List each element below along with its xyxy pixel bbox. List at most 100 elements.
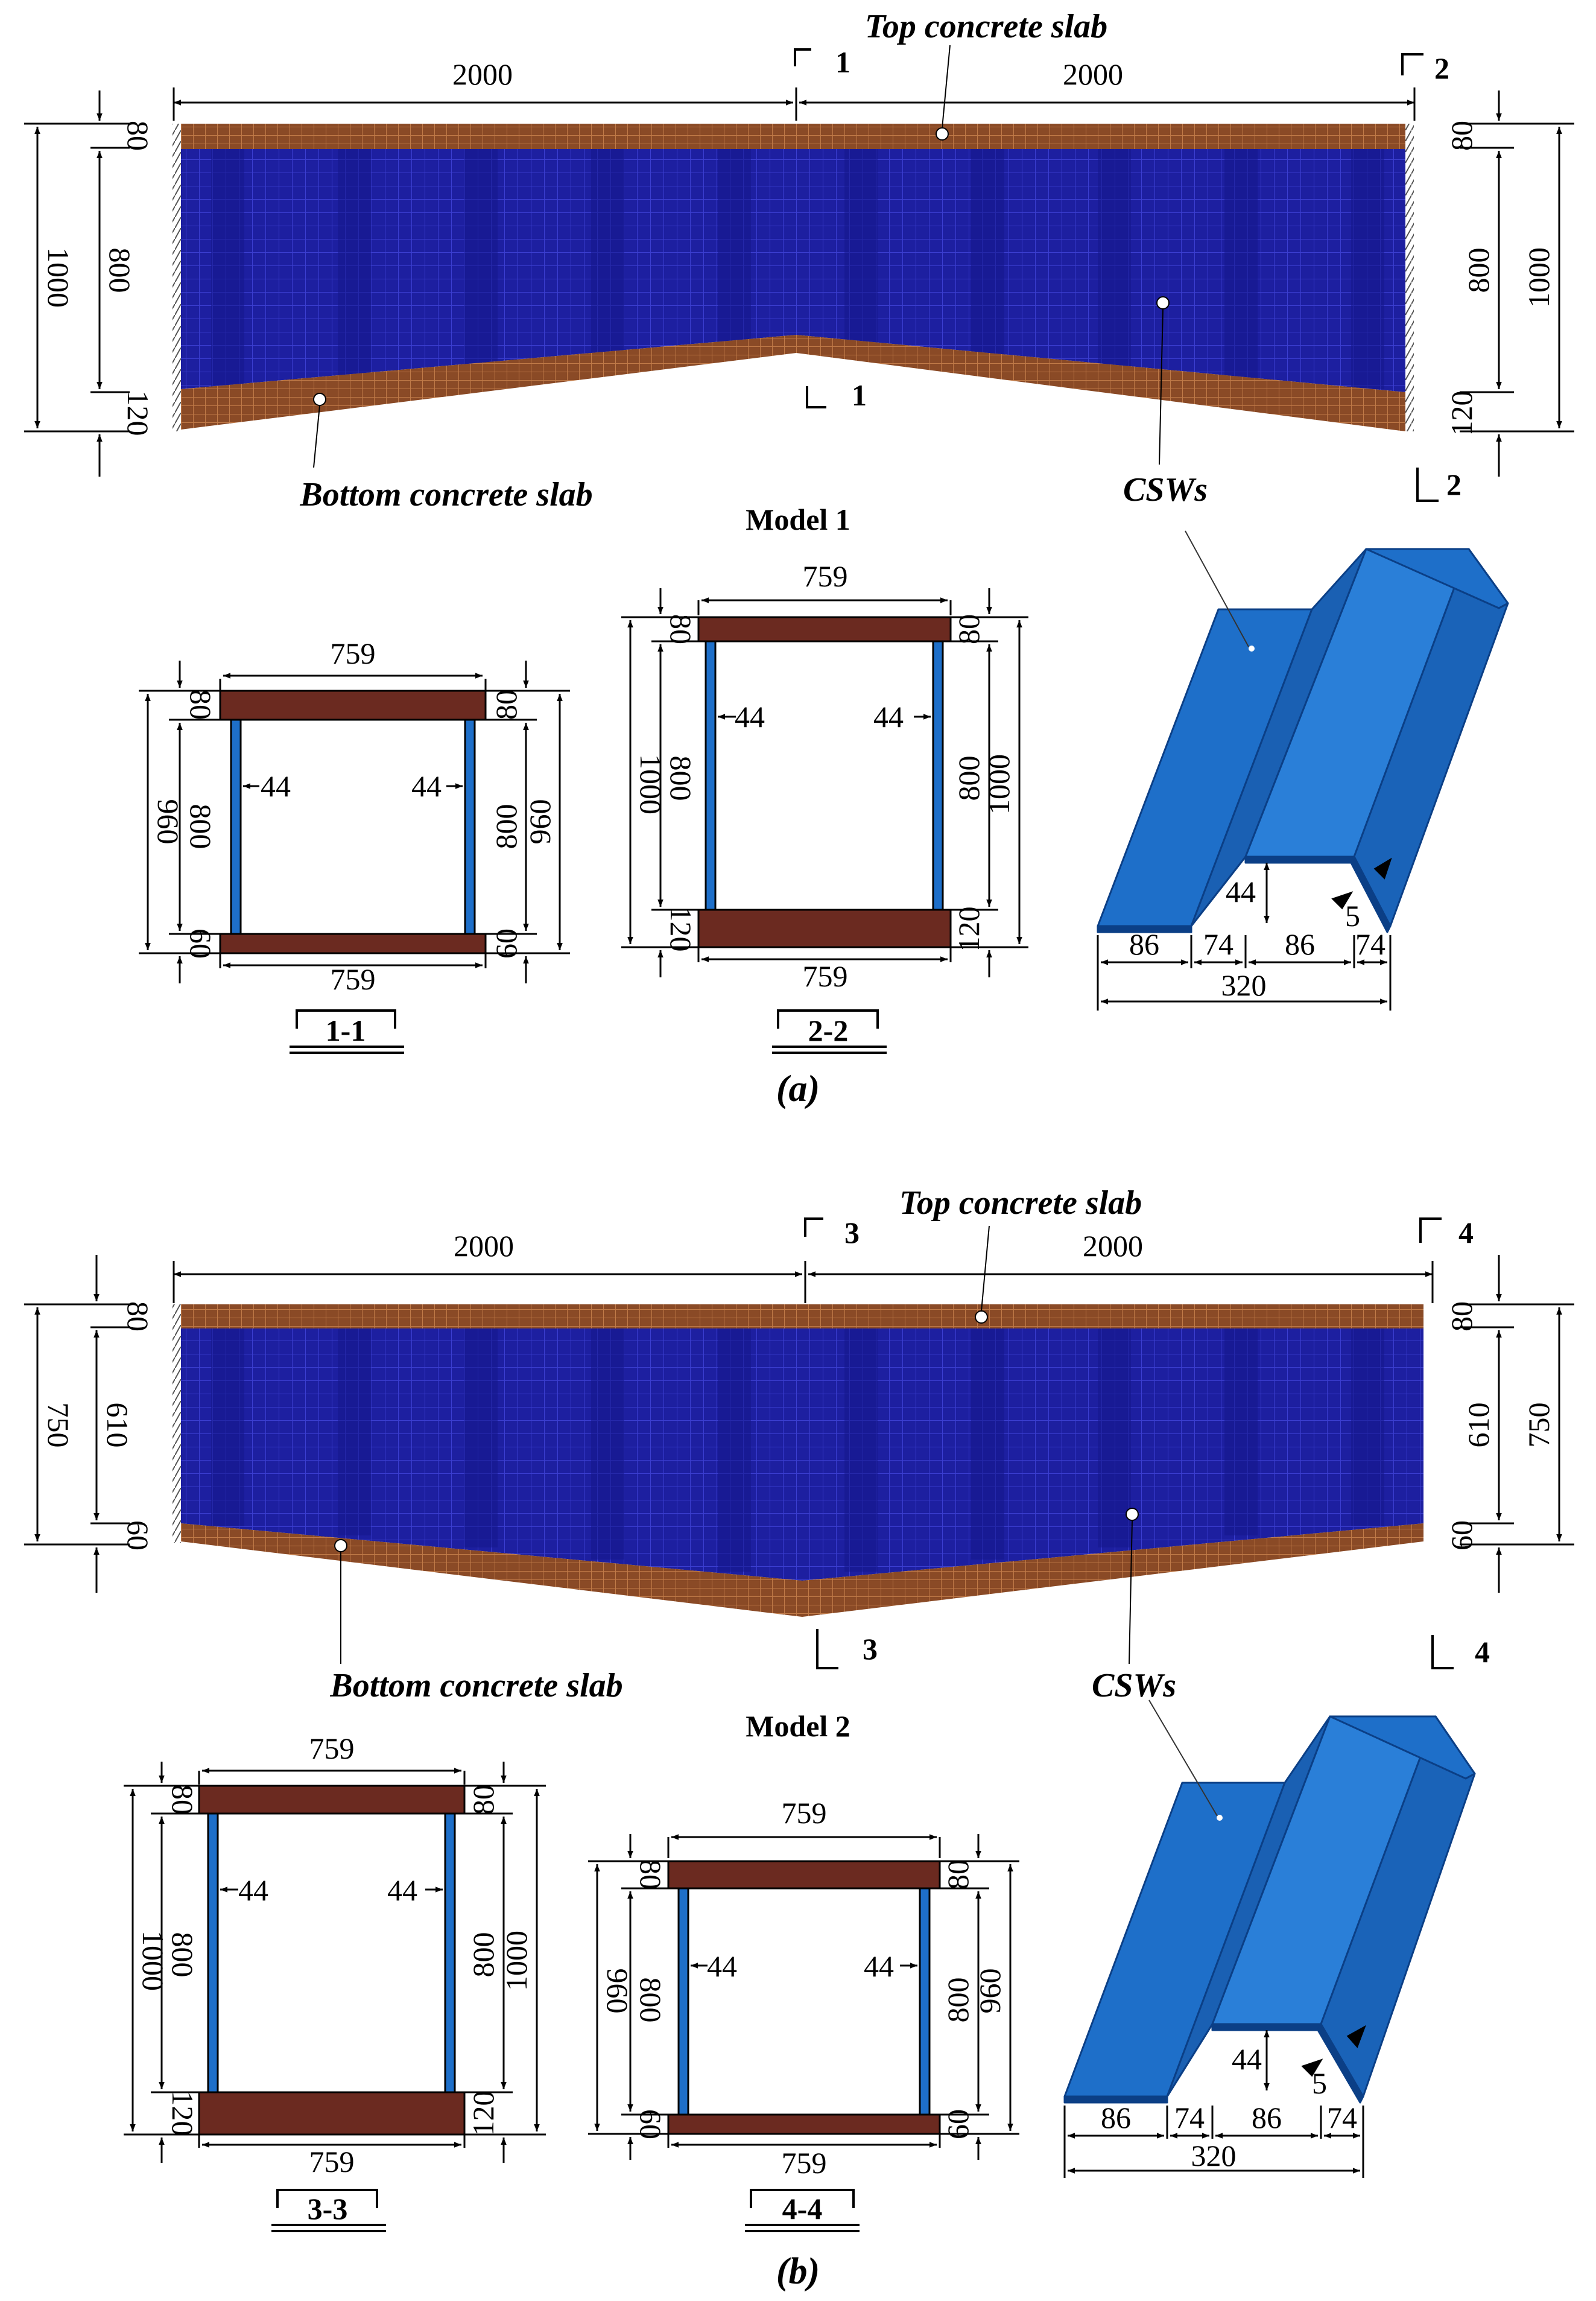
s11-title: 1-1 [326,1014,366,1047]
s44-total-r: 960 [973,1969,1007,2014]
s33-width-top: 759 [309,1731,355,1765]
csw-d2-a: 74 [1203,927,1233,961]
s11-web-right [464,719,476,935]
panel-b: 2000 2000 3 3 4 4 Top concrete slab Bott… [24,1184,1574,2292]
s33-web-left [207,1812,219,2093]
csw-thk-a: 5 [1345,899,1360,933]
csw-label-b: CSWs [1092,1667,1176,1704]
left-bot-thk-b: 60 [121,1520,155,1550]
model-1-bottom-slab [181,335,1405,431]
s22-top-thk-l: 80 [664,614,698,644]
s11-top-flange [219,690,487,721]
s44-total-l: 960 [601,1969,635,2014]
s22-top-thk-r: 80 [952,614,986,644]
s22-title: 2-2 [808,1014,849,1047]
csw-d3-b: 86 [1252,2101,1282,2134]
s33-web-t-r: 44 [387,1873,417,1907]
s44-web-r: 800 [941,1978,975,2023]
left-total-b: 750 [42,1403,75,1448]
s22-web-right [932,640,944,911]
left-web-b: 610 [101,1403,135,1448]
csw-d1-b: 86 [1101,2101,1131,2134]
csw-d3-a: 86 [1285,927,1315,961]
csw-dims-a [1097,857,1392,1011]
cut-3-label-top: 3 [844,1216,860,1249]
panel-a: 2000 2000 1 1 2 2 Top concrete slab Bott… [24,8,1574,1109]
span-left-a: 2000 [452,57,513,91]
top-slab-marker [936,127,949,141]
span-right-b: 2000 [1083,1229,1143,1263]
s33-bot-thk-l: 120 [166,2091,200,2136]
cut-marker-1 [794,48,826,408]
s22-web-t-l: 44 [735,700,765,734]
s22-top-flange [697,616,952,643]
csw-d4-a: 74 [1355,927,1385,961]
section-2-2: 759 759 1000 800 80 120 1000 800 80 120 … [621,559,1028,1054]
cut-1-label-bot: 1 [852,378,867,412]
model-1-corrugation-bands [211,148,1384,389]
csw-d2-b: 74 [1174,2101,1205,2134]
top-slab-marker-b [975,1310,988,1324]
s11-top-thk-l: 80 [184,690,218,720]
s33-bottom-flange [198,2091,466,2136]
s11-top-thk-r: 80 [489,690,523,720]
s33-top-thk-r: 80 [466,1785,500,1815]
csw-depth-b: 44 [1232,2042,1262,2076]
s11-bot-thk-l: 60 [184,928,218,959]
s22-total-r: 1000 [982,754,1016,814]
left-bot-thk-a: 120 [121,391,155,436]
right-top-thk-b: 80 [1445,1301,1478,1331]
s33-web-l: 800 [166,1932,200,1978]
s22-web-left [705,640,717,911]
cut-4-label-top: 4 [1458,1216,1474,1249]
model-2-title: Model 2 [746,1709,850,1743]
csw-length-a: 320 [1221,968,1267,1002]
panel-a-label: (a) [776,1068,820,1109]
s44-width-top: 759 [782,1796,827,1830]
s33-top-thk-l: 80 [166,1785,200,1815]
s33-top-flange [198,1785,466,1815]
s11-bot-thk-r: 60 [489,928,523,959]
s11-width-top: 759 [331,636,376,670]
model-1-elevation [173,45,1414,468]
s11-bottom-flange [219,933,487,954]
cut-2-label-top: 2 [1434,51,1449,85]
model-2-top-slab [181,1304,1423,1328]
right-web-b: 610 [1461,1403,1495,1448]
s11-total-r: 960 [523,799,557,845]
model-1-top-slab [181,124,1405,149]
s44-width-bottom: 759 [782,2146,827,2180]
csw-d4-b: 74 [1327,2101,1357,2134]
csw-label-a: CSWs [1123,471,1208,509]
csw-marker [1156,296,1170,309]
right-top-thk-a: 80 [1445,121,1478,151]
s11-web-left [230,719,242,935]
csw-length-b: 320 [1191,2139,1237,2172]
s11-web-l: 800 [184,804,218,849]
cut-3-label-bot: 3 [863,1632,878,1666]
s33-bot-thk-r: 120 [466,2091,500,2136]
model-1-title: Model 1 [746,503,850,536]
s44-top-flange [667,1860,941,1890]
s22-total-l: 1000 [634,754,668,814]
s44-web-left [677,1887,689,2116]
left-height-dims-a [24,90,130,477]
s22-width-bottom: 759 [803,959,848,993]
s11-width-bottom: 759 [331,962,376,996]
left-support [173,124,181,431]
right-support [1405,124,1414,431]
s44-web-l: 800 [634,1978,668,2023]
s33-width-bottom: 759 [309,2145,355,2179]
s44-bot-thk-r: 60 [941,2109,975,2139]
span-dimension-a [173,87,1416,121]
right-bot-thk-b: 60 [1445,1520,1478,1550]
right-height-dims-a [1460,90,1574,477]
cut-2-label-bot: 2 [1446,468,1461,501]
s22-web-r: 800 [952,756,986,801]
bottom-slab-label-a: Bottom concrete slab [299,476,592,513]
right-total-a: 1000 [1522,247,1556,308]
left-top-thk-a: 80 [121,121,155,151]
cut-marker-2 [1401,53,1439,502]
cut-marker-3 [804,1217,838,1669]
